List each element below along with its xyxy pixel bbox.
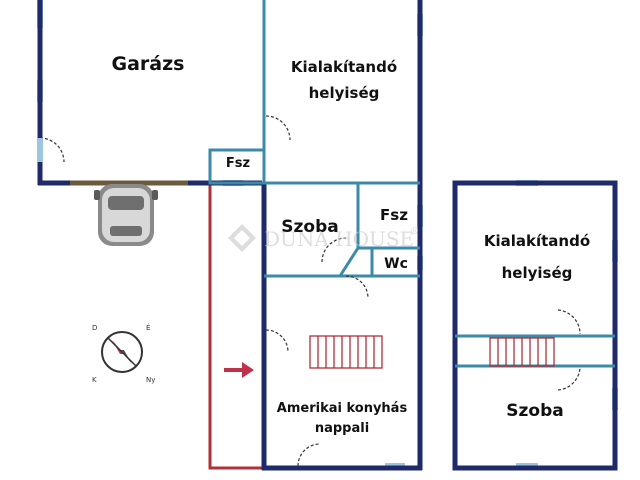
label-bedroom-1: Szoba bbox=[281, 217, 338, 237]
svg-text:D: D bbox=[92, 324, 97, 332]
label-room-to-be-built-1-line2: helyiség bbox=[309, 84, 380, 102]
label-living-line2: nappali bbox=[315, 421, 369, 436]
label-fsz-right: Fsz bbox=[380, 206, 408, 224]
compass-icon: D É K Ny bbox=[92, 323, 155, 384]
watermark-text: DUNA HOUSE bbox=[264, 227, 414, 251]
door-swings bbox=[37, 115, 581, 467]
lot-boundary bbox=[208, 183, 262, 470]
label-wc: Wc bbox=[384, 256, 408, 272]
label-bedroom-2: Szoba bbox=[506, 401, 563, 421]
watermark-registered: ® bbox=[410, 227, 419, 237]
label-fsz-small: Fsz bbox=[226, 156, 250, 171]
svg-text:É: É bbox=[146, 323, 150, 332]
label-garage: Garázs bbox=[112, 53, 185, 75]
svg-text:Ny: Ny bbox=[146, 376, 155, 384]
label-living-line1: Amerikai konyhás bbox=[277, 401, 408, 416]
watermark: DUNA HOUSE ® bbox=[228, 224, 419, 252]
label-room-to-be-built-1-line1: Kialakítandó bbox=[291, 58, 397, 76]
stairs-upper bbox=[489, 337, 555, 367]
entry-arrow-icon bbox=[224, 362, 254, 378]
svg-text:K: K bbox=[92, 376, 97, 384]
stairs-main bbox=[309, 335, 383, 369]
car-icon bbox=[94, 184, 158, 246]
label-room-to-be-built-2-line1: Kialakítandó bbox=[484, 232, 590, 250]
duna-house-logo-icon bbox=[228, 224, 256, 252]
label-room-to-be-built-2-line2: helyiség bbox=[502, 264, 573, 282]
